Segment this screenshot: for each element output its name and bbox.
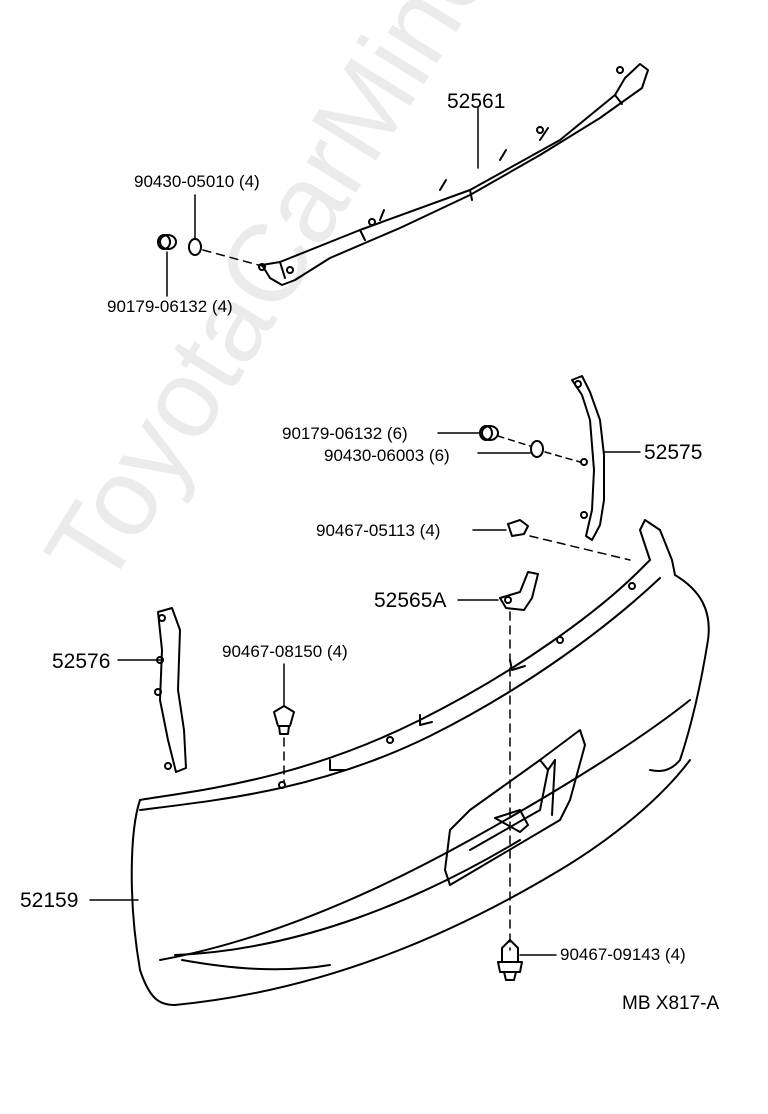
- label-90467-09143: 90467-09143 (4): [560, 945, 686, 964]
- label-90179-06132-right: 90179-06132 (6): [282, 424, 408, 443]
- clip-90467-05113: [472, 519, 529, 537]
- label-52575: 52575: [644, 441, 703, 464]
- bumper-cover-52159: [89, 519, 710, 1006]
- label-52576: 52576: [52, 650, 111, 673]
- washer-90430-06003: [477, 440, 544, 458]
- label-90430-05010: 90430-05010 (4): [134, 172, 260, 191]
- nut-90179-06132-upper: [157, 234, 177, 297]
- bracket-52565A: [457, 571, 539, 611]
- reinforcement-52561: [258, 63, 649, 286]
- label-52565A: 52565A: [374, 589, 447, 612]
- label-90467-05113: 90467-05113 (4): [316, 521, 441, 540]
- label-52159: 52159: [20, 889, 79, 912]
- retainer-52575: [571, 375, 641, 541]
- label-90179-06132-upper: 90179-06132 (4): [107, 297, 233, 316]
- label-90430-06003: 90430-06003 (6): [324, 446, 450, 465]
- washer-90430-05010: [188, 194, 202, 256]
- diagram-code: MB X817-A: [622, 993, 720, 1014]
- nut-90179-06132-right: [437, 425, 499, 441]
- retainer-52576: [117, 607, 187, 773]
- label-90467-08150: 90467-08150 (4): [222, 642, 348, 661]
- label-52561: 52561: [447, 90, 506, 113]
- clip-90467-09143: [497, 939, 557, 981]
- clip-90467-08150: [273, 663, 295, 735]
